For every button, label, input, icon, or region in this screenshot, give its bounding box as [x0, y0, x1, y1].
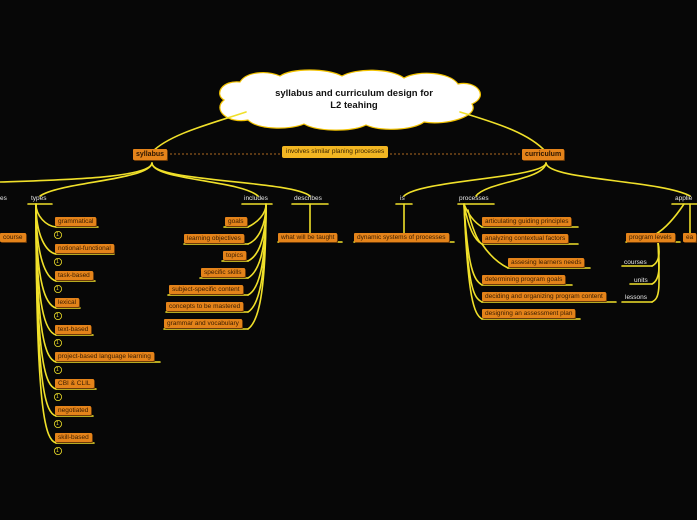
sub-units[interactable]: units: [634, 277, 648, 284]
process-analyzing-factors[interactable]: analyzing contextual factors: [482, 234, 569, 243]
is-dynamic-systems[interactable]: dynamic systems of processes: [354, 233, 449, 242]
badge-number: 1: [56, 420, 59, 427]
process-articulating-principles[interactable]: articulating guiding principles: [482, 217, 572, 226]
type-text-based[interactable]: text-based: [55, 325, 92, 334]
root-cloud[interactable]: [219, 69, 481, 131]
applies-program-levels[interactable]: program levels: [626, 233, 675, 242]
type-negotiated[interactable]: negotiated: [55, 406, 92, 415]
badge-number: 1: [56, 231, 59, 238]
include-concepts[interactable]: concepts to be mastered: [166, 302, 244, 311]
badge-number: 1: [56, 447, 59, 454]
curriculum-node[interactable]: curriculum: [522, 149, 565, 160]
process-assessment-plan[interactable]: designing an assessment plan: [482, 309, 576, 318]
badge-number: 1: [56, 312, 59, 319]
root-title[interactable]: syllabus and curriculum design for L2 te…: [275, 88, 433, 111]
type-lexical[interactable]: lexical: [55, 298, 80, 307]
include-learning-objectives[interactable]: learning objectives: [184, 234, 244, 243]
type-grammatical[interactable]: grammatical: [55, 217, 97, 226]
sub-lessons[interactable]: lessons: [625, 294, 648, 301]
badge-number: 1: [56, 258, 59, 265]
branch-label-includes[interactable]: includes: [244, 195, 268, 202]
badge-number: 1: [56, 285, 59, 292]
include-topics[interactable]: topics: [223, 251, 246, 260]
branch-label-processes[interactable]: processes: [459, 195, 489, 202]
branch-label-applies[interactable]: applie: [675, 195, 693, 202]
badge-number: 1: [56, 339, 59, 346]
include-subject-specific-content[interactable]: subject-specific content: [169, 285, 243, 294]
badge-number: 1: [56, 393, 59, 400]
sub-courses[interactable]: courses: [624, 259, 647, 266]
process-deciding-content[interactable]: deciding and organizing program content: [482, 292, 606, 301]
applies-cut-item[interactable]: ea: [683, 233, 697, 242]
type-project-based[interactable]: project-based language learning: [55, 352, 154, 361]
type-notional-functional[interactable]: notional-functional: [55, 244, 114, 253]
badge-number: 1: [56, 366, 59, 373]
leaf-course[interactable]: course: [0, 233, 26, 242]
badge-circles: [54, 230, 63, 455]
include-goals[interactable]: goals: [225, 217, 247, 226]
include-specific-skills[interactable]: specific skills: [201, 268, 245, 277]
branch-label-describes[interactable]: describes: [294, 195, 322, 202]
process-assesing-needs[interactable]: assesing learners needs: [508, 258, 585, 267]
type-task-based[interactable]: task-based: [55, 271, 93, 280]
branch-label-is[interactable]: is: [400, 195, 405, 202]
syllabus-node[interactable]: syllabus: [133, 149, 168, 160]
type-cbi-clil[interactable]: CBI & CLIL: [55, 379, 94, 388]
branch-label-types[interactable]: types: [31, 195, 47, 202]
relation-label[interactable]: involves similar planing processes: [282, 146, 389, 158]
process-determining-goals[interactable]: determining program goals: [482, 275, 566, 284]
branch-label-cut-left[interactable]: es: [0, 195, 7, 202]
describes-what-will-be-taught[interactable]: what will be taught: [278, 233, 338, 242]
include-grammar-vocabulary[interactable]: grammar and vocabulary: [164, 319, 242, 328]
type-skill-based[interactable]: skill-based: [55, 433, 92, 442]
